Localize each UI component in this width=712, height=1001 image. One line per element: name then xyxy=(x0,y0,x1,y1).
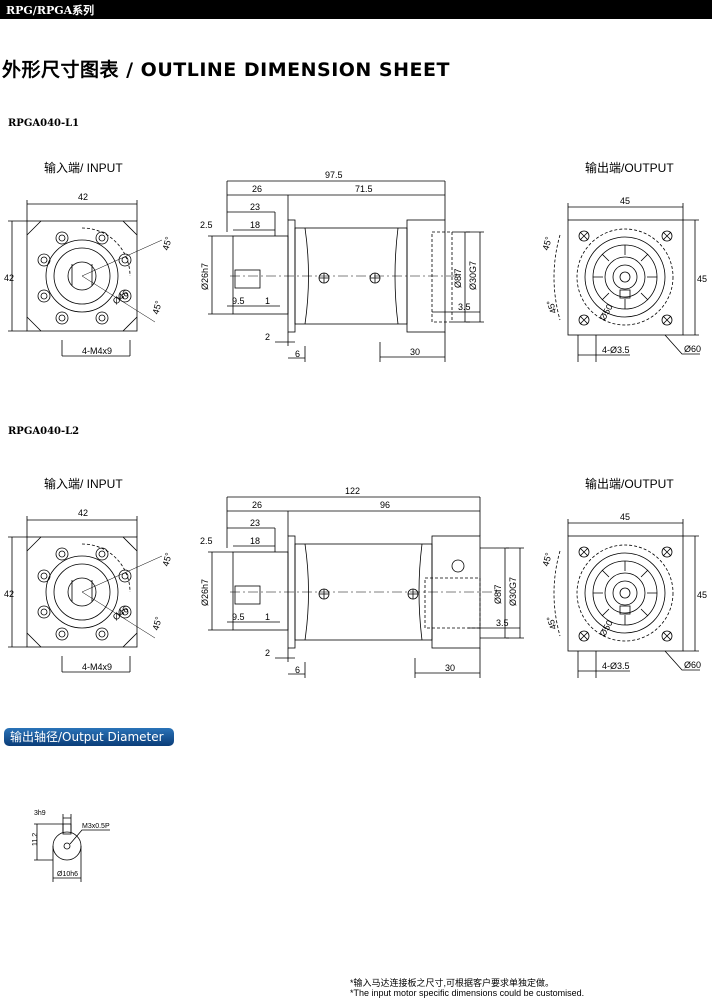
dim-flange-thk-1: 2 xyxy=(265,332,270,342)
dim-output-outer-2: Ø60 xyxy=(684,660,701,670)
dim-flange-thk-2: 2 xyxy=(265,648,270,658)
dim-face-2: 6 xyxy=(295,665,300,675)
dim-output-height-1: 45 xyxy=(697,274,707,284)
dim-key-1: 3.5 xyxy=(458,302,471,312)
side-view-2 xyxy=(208,496,524,678)
dim-thread: M3x0.5P xyxy=(82,823,110,830)
dim-output-angle2-2: 45° xyxy=(545,614,559,631)
series-label: RPG/RPGA系列 xyxy=(6,4,95,17)
dim-key-2: 3.5 xyxy=(496,618,509,628)
dim-output-angle2-1: 45° xyxy=(545,298,559,315)
output-view-1 xyxy=(553,203,700,362)
dim-input-height-2: 42 xyxy=(4,589,14,599)
dim-bore-1: Ø26h7 xyxy=(200,263,210,290)
dim-bore-depth-2: 9.5 xyxy=(232,612,245,622)
dim-bore-depth-1: 9.5 xyxy=(232,296,245,306)
dim-input-angle-2: 45° xyxy=(161,551,174,567)
dim-face-1: 6 xyxy=(295,349,300,359)
dim-shaft-diameter: Ø10h6 xyxy=(57,871,78,878)
dim-output-outer-1: Ø60 xyxy=(684,344,701,354)
dim-total-1: 97.5 xyxy=(325,170,343,180)
output-view-label-1: 输出端/OUTPUT xyxy=(585,161,674,175)
dim-shaft-len-1: 23 xyxy=(250,202,260,212)
dim-output-height-2: 45 xyxy=(697,590,707,600)
dim-pilot-2: Ø30G7 xyxy=(508,577,518,606)
header-bar: RPG/RPGA系列 xyxy=(0,0,712,19)
dim-key-len-1: 18 xyxy=(250,220,260,230)
shaft-section-drawing: 3h9 M3x0.5P 11.2 Ø10h6 xyxy=(32,810,110,882)
dim-input-screws-2: 4-M4x9 xyxy=(82,662,112,672)
dim-input-height-1: 42 xyxy=(4,273,14,283)
dim-key-step-1: 1 xyxy=(265,296,270,306)
dim-output-bolt-circle-2: Ø50 xyxy=(598,618,615,638)
side-view-1 xyxy=(208,180,484,362)
dim-body-len-1: 71.5 xyxy=(355,184,373,194)
dim-out-shaft-2: Ø8f7 xyxy=(493,584,503,604)
input-view-1 xyxy=(8,200,163,357)
dim-output-width-2: 45 xyxy=(620,512,630,522)
dim-body-len-2: 96 xyxy=(380,500,390,510)
model-name-1: RPGA040-L1 xyxy=(8,118,80,129)
note-cn: *输入马达连接板之尺寸,可根据客户要求单独定做。 xyxy=(350,978,555,988)
note-en: *The input motor specific dimensions cou… xyxy=(350,988,585,998)
dim-flange-len-2: 26 xyxy=(252,500,262,510)
output-view-label-2: 输出端/OUTPUT xyxy=(585,477,674,491)
input-view-2 xyxy=(8,516,163,673)
dim-input-angle2-2: 45° xyxy=(151,615,164,631)
drawing-model-2: 42 42 45° Ø46 45° 4-M4x9 122 26 96 23 2.… xyxy=(4,486,707,678)
dim-total-2: 122 xyxy=(345,486,360,496)
dim-input-screws-1: 4-M4x9 xyxy=(82,346,112,356)
dim-shaft-offset-1: 2.5 xyxy=(200,220,213,230)
dim-shaft-offset-2: 2.5 xyxy=(200,536,213,546)
dim-bore-2: Ø26h7 xyxy=(200,579,210,606)
dim-shaft-height: 11.2 xyxy=(32,833,39,846)
dim-input-angle-1: 45° xyxy=(161,235,174,251)
dim-output-angle-2: 45° xyxy=(541,551,554,567)
model-name-2: RPGA040-L2 xyxy=(8,426,80,437)
dim-out-shaft-len-2: 30 xyxy=(445,663,455,673)
dim-key-step-2: 1 xyxy=(265,612,270,622)
dim-input-width-1: 42 xyxy=(78,192,88,202)
dim-key-width: 3h9 xyxy=(34,810,46,817)
dim-input-angle2-1: 45° xyxy=(151,299,164,315)
dim-pilot-1: Ø30G7 xyxy=(468,261,478,290)
dim-input-width-2: 42 xyxy=(78,508,88,518)
input-view-label-2: 输入端/ INPUT xyxy=(44,477,123,491)
dim-output-width-1: 45 xyxy=(620,196,630,206)
page-title: 外形尺寸图表 / OUTLINE DIMENSION SHEET xyxy=(2,59,450,81)
dim-out-shaft-len-1: 30 xyxy=(410,347,420,357)
output-view-2 xyxy=(553,519,700,678)
dim-shaft-len-2: 23 xyxy=(250,518,260,528)
dim-flange-len-1: 26 xyxy=(252,184,262,194)
dim-output-angle-1: 45° xyxy=(541,235,554,251)
dim-output-holes-1: 4-Ø3.5 xyxy=(602,345,630,355)
dim-output-holes-2: 4-Ø3.5 xyxy=(602,661,630,671)
dim-out-shaft-1: Ø8f7 xyxy=(453,268,463,288)
dim-key-len-2: 18 xyxy=(250,536,260,546)
input-view-label-1: 输入端/ INPUT xyxy=(44,161,123,175)
drawing-model-1: 42 42 45° Ø46 45° 4-M4x9 97.5 26 71.5 23… xyxy=(4,170,707,362)
output-diameter-badge: 输出轴径/Output Diameter xyxy=(4,728,174,746)
